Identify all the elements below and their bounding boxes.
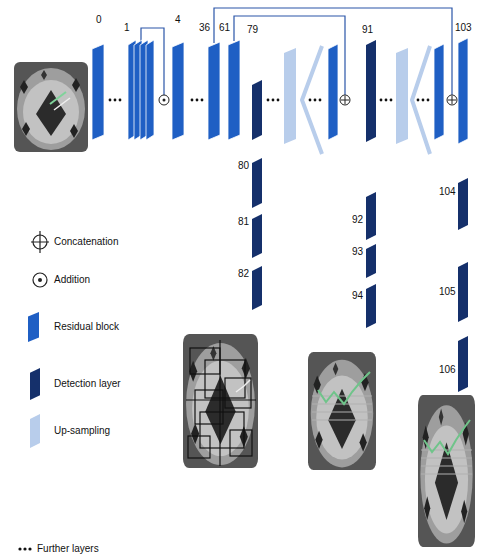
concatenation-cross: [31, 231, 49, 253]
photo-mark: [236, 380, 250, 392]
detection-layer: [458, 336, 468, 392]
concatenation-cross: [341, 96, 456, 104]
photo-mark: [424, 420, 470, 454]
residual-block: [328, 44, 338, 140]
legend-text: Detection layer: [54, 378, 121, 390]
callout-number: 79: [247, 24, 258, 36]
addition-symbol: [159, 95, 169, 105]
detection-layer: [252, 266, 262, 310]
legend-text: Up-sampling: [54, 425, 110, 437]
residual-block: [146, 40, 154, 140]
callout-number: 4: [175, 14, 181, 26]
detection-grid: [186, 340, 256, 466]
further-dot: [319, 99, 322, 102]
callout-number: 91: [362, 24, 373, 36]
further-dot: [385, 99, 388, 102]
further-dot: [427, 99, 430, 102]
further-dot: [18, 547, 21, 550]
further-dot: [196, 99, 199, 102]
detection-layer: [252, 214, 262, 258]
upsampling-chevron: [302, 46, 322, 154]
callout-number: 93: [352, 246, 363, 258]
upsampling-block: [284, 48, 296, 144]
further-dot: [380, 99, 383, 102]
callout-number: 82: [238, 268, 249, 280]
detection-layer: [252, 158, 262, 208]
output-photo: [183, 334, 258, 468]
output-photo: [418, 395, 475, 547]
addition-dot: [38, 278, 42, 282]
legend-swatch: [28, 312, 39, 342]
detection-layer: [458, 262, 468, 322]
further-dot: [314, 99, 317, 102]
legend-swatch: [30, 368, 40, 400]
photo-stripes: [421, 450, 472, 474]
residual-block: [172, 42, 184, 140]
upsampling-block: [396, 48, 408, 144]
legend-swatch: [30, 414, 40, 448]
detection-layer: [366, 192, 376, 240]
further-dot: [309, 99, 312, 102]
detection-layer: [366, 284, 376, 328]
callout-number: 105: [439, 286, 456, 298]
legend-text: Concatenation: [54, 236, 119, 248]
further-dot: [201, 99, 204, 102]
residual-block: [208, 42, 220, 140]
callout-number: 92: [352, 214, 363, 226]
callout-number: 0: [96, 14, 102, 26]
further-dot: [23, 547, 26, 550]
further-dot: [119, 99, 122, 102]
further-dot: [417, 99, 420, 102]
callout-number: 1: [124, 22, 130, 34]
legend-text: Further layers: [37, 543, 99, 555]
residual-block: [92, 44, 104, 140]
detection-layer: [252, 80, 262, 140]
callout-number: 104: [439, 186, 456, 198]
further-dot: [28, 547, 31, 550]
callout-number: 80: [238, 160, 249, 172]
photo-stripes: [312, 396, 372, 420]
addition-symbol: [33, 273, 47, 287]
residual-block: [228, 40, 240, 140]
callout-number: 61: [219, 22, 230, 34]
callout-number: 106: [439, 364, 456, 376]
photo-mark: [318, 372, 370, 404]
further-dot: [390, 99, 393, 102]
residual-block: [458, 38, 468, 144]
legend-text: Addition: [54, 274, 90, 286]
further-dot: [114, 99, 117, 102]
upsampling-chevron: [412, 46, 430, 154]
detection-layer: [366, 40, 376, 142]
further-dot: [191, 99, 194, 102]
callout-number: 81: [238, 216, 249, 228]
addition-dot: [163, 99, 166, 102]
callout-number: 103: [455, 22, 472, 34]
input-photo: [14, 62, 88, 152]
further-dot: [267, 99, 270, 102]
further-dot: [109, 99, 112, 102]
legend-text: Residual block: [54, 321, 119, 333]
callout-number: 94: [352, 290, 363, 302]
photo-mark: [54, 98, 70, 110]
further-dot: [422, 99, 425, 102]
further-dot: [272, 99, 275, 102]
further-dot: [277, 99, 280, 102]
output-photo: [308, 352, 376, 470]
detection-layer: [458, 178, 468, 230]
callout-number: 36: [199, 22, 210, 34]
residual-block: [434, 44, 444, 140]
detection-layer: [366, 244, 376, 278]
